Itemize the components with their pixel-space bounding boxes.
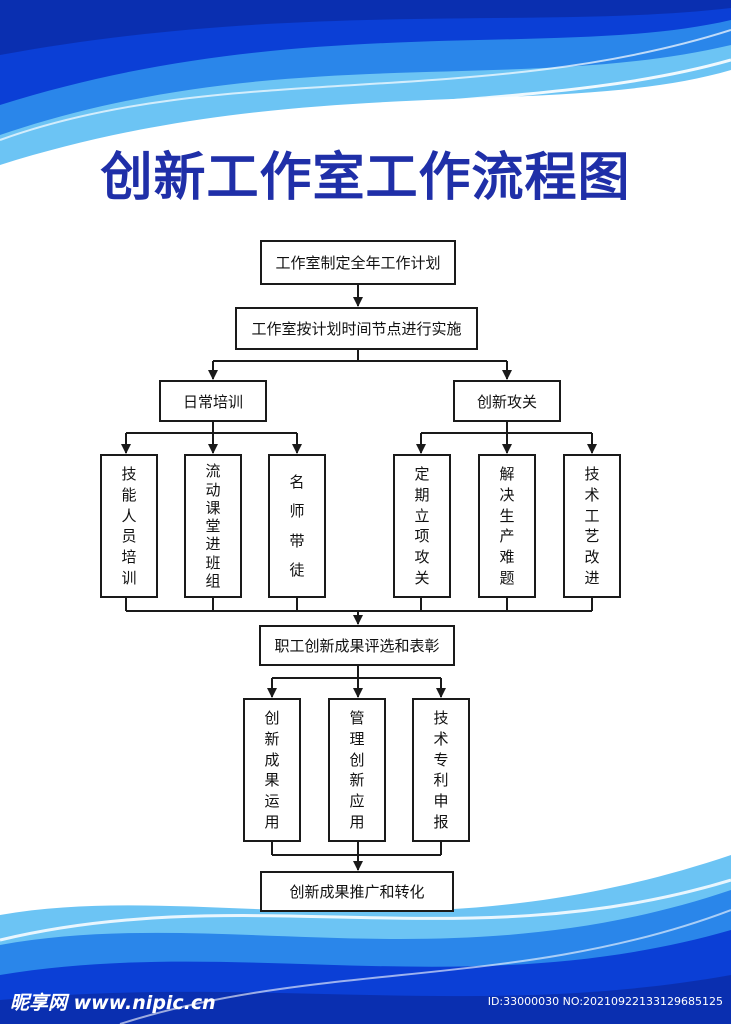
node-char: 技 (433, 708, 449, 727)
node-char: 动 (205, 480, 221, 499)
node-char: 产 (499, 527, 515, 546)
node-char: 能 (121, 485, 137, 504)
node-char: 关 (414, 569, 430, 588)
node-char: 堂 (205, 517, 221, 535)
node-char: 成 (264, 750, 280, 769)
node-apply-results: 创新成果运用 (243, 698, 301, 842)
node-char: 用 (264, 813, 280, 832)
node-char: 果 (264, 771, 280, 790)
node-char: 新 (349, 771, 365, 790)
node-char: 术 (584, 485, 600, 504)
watermark-logo: 昵享网 www.nipic.cn (10, 992, 216, 1014)
node-char: 项 (414, 527, 430, 546)
node-char: 新 (264, 729, 280, 748)
node-evaluate: 职工创新成果评选和表彰 (259, 625, 455, 666)
node-char: 利 (433, 771, 449, 790)
node-char: 申 (433, 792, 449, 811)
node-char: 期 (414, 485, 430, 504)
node-char: 艺 (584, 527, 600, 546)
node-char: 进 (205, 535, 221, 554)
node-char: 生 (499, 506, 515, 525)
node-tech-improve: 技术工艺改进 (563, 454, 621, 598)
node-char: 术 (433, 729, 449, 748)
node-char: 带 (289, 531, 305, 550)
top-wave-deep (0, 0, 731, 55)
node-char: 应 (349, 792, 365, 811)
node-char: 定 (414, 464, 430, 483)
node-char: 专 (433, 750, 449, 769)
node-promote: 创新成果推广和转化 (260, 871, 454, 912)
node-char: 进 (584, 569, 600, 588)
node-project: 定期立项攻关 (393, 454, 451, 598)
node-char: 报 (433, 813, 449, 832)
node-char: 用 (349, 813, 365, 832)
bottom-white-streak-2 (119, 909, 731, 1024)
node-char: 解 (499, 464, 515, 483)
node-char: 管 (349, 708, 365, 727)
node-char: 员 (121, 527, 137, 546)
node-solve-problems: 解决生产难题 (478, 454, 536, 598)
node-char: 技 (584, 464, 600, 483)
bottom-white-streak (0, 878, 731, 942)
node-char: 技 (121, 464, 137, 483)
node-char: 改 (584, 548, 600, 567)
node-char: 名 (289, 473, 305, 492)
node-char: 组 (205, 571, 221, 590)
top-white-streak (39, 58, 731, 192)
node-char: 师 (289, 502, 305, 521)
node-char: 培 (121, 548, 137, 567)
node-char: 攻 (414, 548, 430, 567)
watermark-id: ID:33000030 NO:20210922133129685125 (487, 995, 723, 1008)
bottom-wave-deep (0, 975, 731, 1024)
node-char: 班 (205, 553, 221, 572)
node-char: 工 (584, 506, 600, 525)
node-plan: 工作室制定全年工作计划 (260, 240, 456, 285)
node-char: 流 (205, 462, 221, 481)
node-mobile-classroom: 流动课堂进班组 (184, 454, 242, 598)
node-char: 运 (264, 792, 280, 811)
node-implement: 工作室按计划时间节点进行实施 (235, 307, 478, 350)
node-char: 理 (349, 729, 365, 748)
node-char: 训 (121, 569, 137, 588)
node-char: 课 (205, 498, 221, 517)
node-char: 立 (414, 506, 430, 525)
node-char: 徒 (289, 560, 305, 579)
node-char: 创 (349, 750, 365, 769)
node-char: 人 (121, 506, 137, 525)
node-mentor: 名师带徒 (268, 454, 326, 598)
node-patent: 技术专利申报 (412, 698, 470, 842)
node-char: 创 (264, 708, 280, 727)
node-char: 题 (499, 569, 515, 588)
node-daily-training: 日常培训 (159, 380, 267, 422)
node-char: 决 (499, 485, 515, 504)
node-innovation-tackling: 创新攻关 (453, 380, 561, 422)
node-mgmt-innovation: 管理创新应用 (328, 698, 386, 842)
node-skills-training: 技能人员培训 (100, 454, 158, 598)
page-title: 创新工作室工作流程图 (100, 147, 631, 208)
node-char: 难 (499, 548, 515, 567)
top-white-streak-2 (0, 29, 731, 141)
